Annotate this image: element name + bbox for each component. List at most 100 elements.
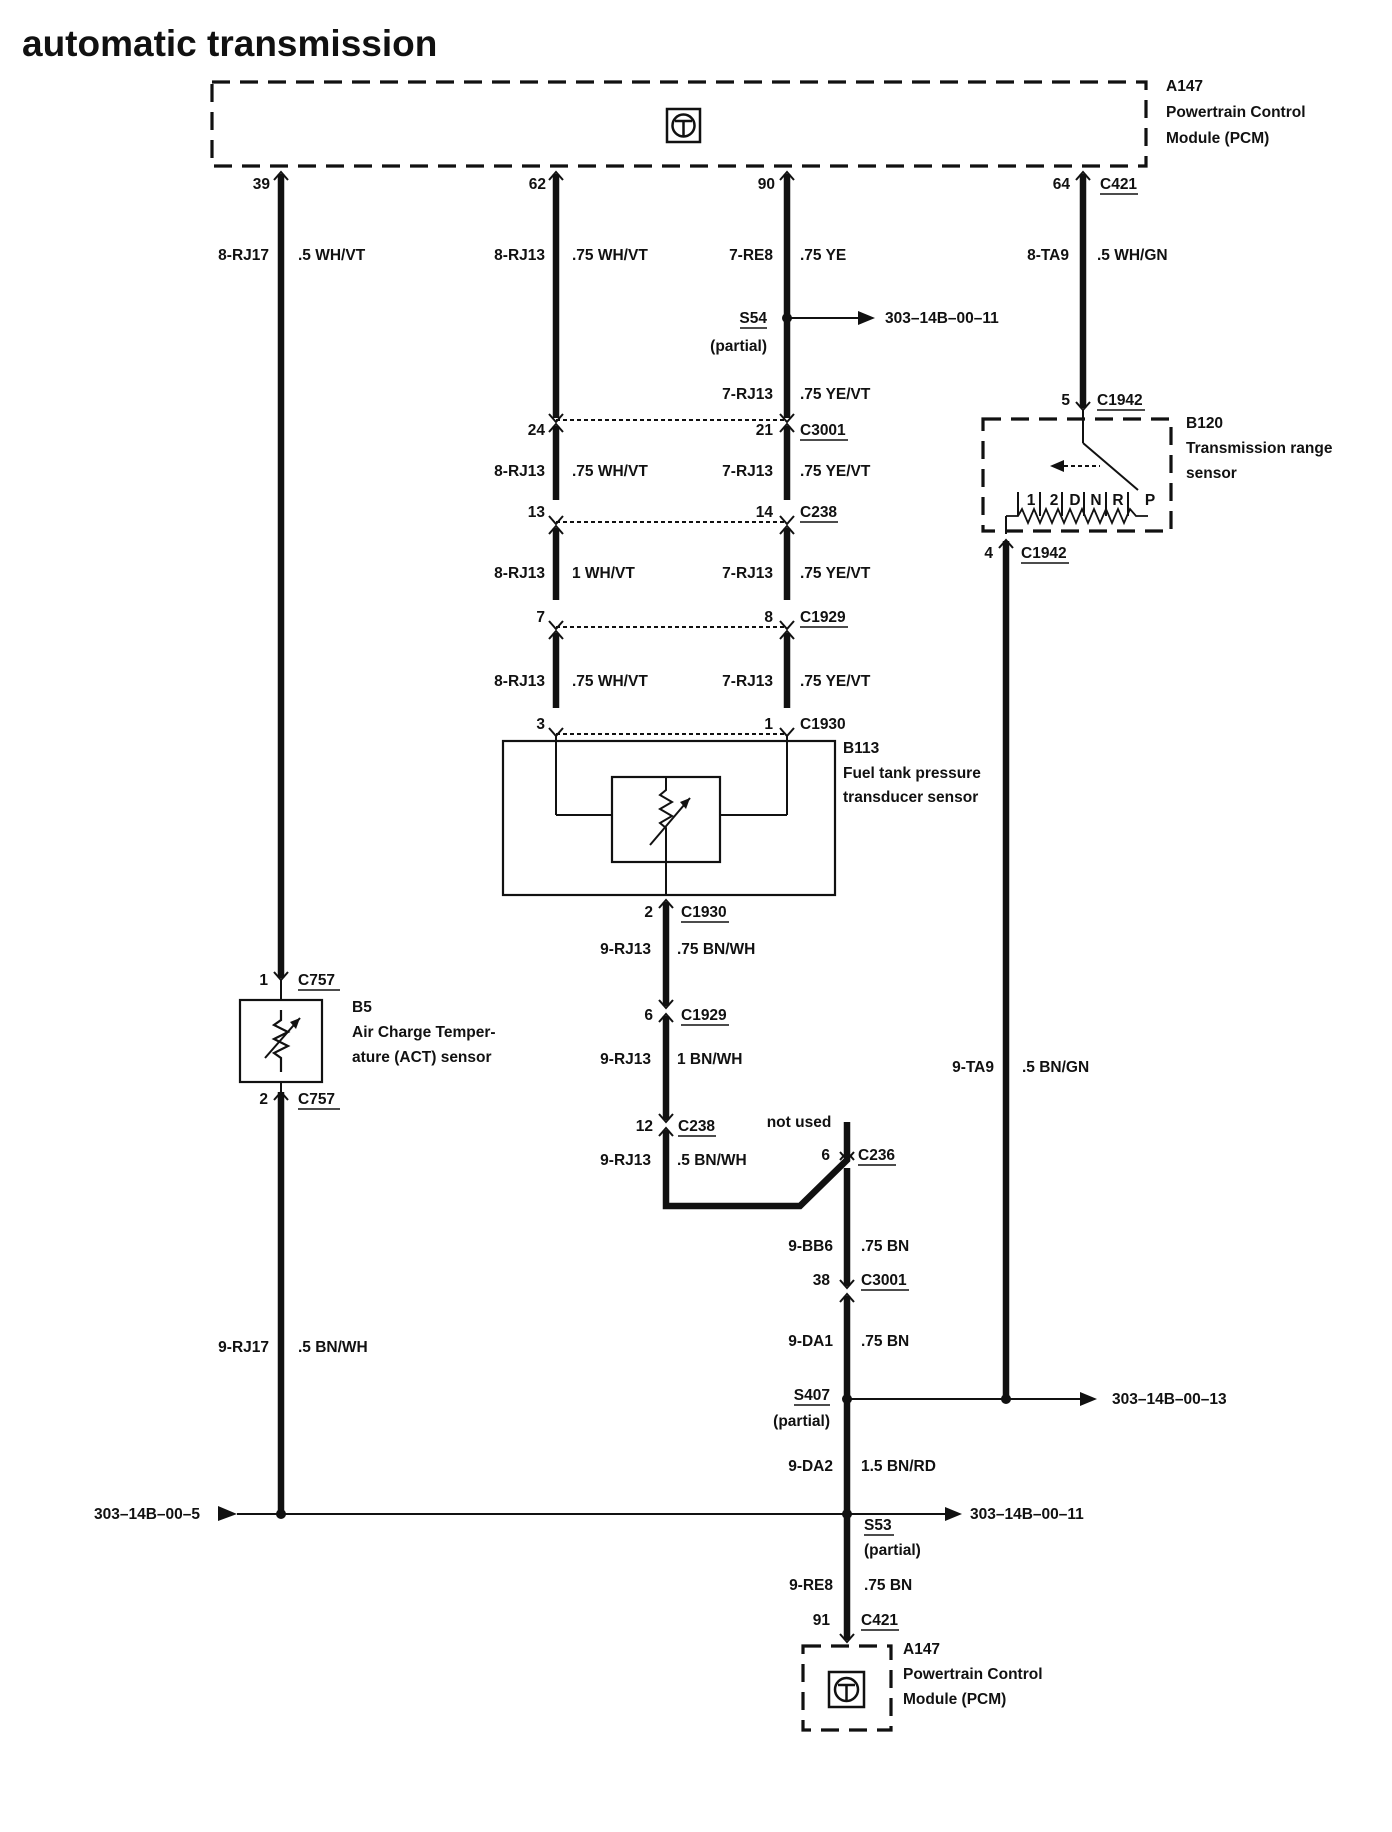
pin-39: 39 <box>253 176 271 193</box>
trs-pos-n: N <box>1090 492 1101 509</box>
pin-13: 13 <box>528 504 546 521</box>
wire-w19-size: .5 BN/GN <box>1022 1059 1089 1076</box>
trs-pos-r: R <box>1112 492 1123 509</box>
pin-12: 12 <box>636 1118 653 1135</box>
pcm-bottom-name-line1: Powertrain Control <box>903 1666 1043 1683</box>
wire-w15-size: .75 BN <box>861 1238 909 1255</box>
ftp-sensor <box>501 736 837 897</box>
act-sensor <box>238 980 324 1092</box>
pcm-top-name-line1: Powertrain Control <box>1166 104 1306 121</box>
ref-s53: 303–14B–00–11 <box>970 1506 1084 1523</box>
pcm-bottom-module <box>801 1644 893 1732</box>
ftp-name-line1: Fuel tank pressure <box>843 765 981 782</box>
pin-8: 8 <box>764 609 773 626</box>
wire-rj17b-size: .5 BN/WH <box>298 1339 368 1356</box>
page-title: automatic transmission <box>22 23 437 64</box>
wire-w9-size: .75 YE/VT <box>800 565 871 582</box>
connector-c421-bottom: C421 <box>861 1612 898 1629</box>
wire-rj17-size: .5 WH/VT <box>298 247 366 264</box>
splice-s53-note: (partial) <box>864 1542 921 1559</box>
connector-c1942-b: C1942 <box>1021 545 1067 562</box>
trs-pos-p: P <box>1145 492 1155 509</box>
trs-name-line2: sensor <box>1186 465 1237 482</box>
wire-rj17-circuit: 8-RJ17 <box>218 247 269 264</box>
pcm-top-module <box>210 80 1148 168</box>
act-name-line1: Air Charge Temper- <box>352 1024 496 1041</box>
act-pin-1: 1 <box>259 972 268 989</box>
connector-c3001-a: C3001 <box>800 422 846 439</box>
wire-w9-circuit: 7-RJ13 <box>722 565 773 582</box>
act-name-line2: ature (ACT) sensor <box>352 1049 492 1066</box>
pin-24: 24 <box>528 422 546 439</box>
connector-c236: C236 <box>858 1147 895 1164</box>
connector-c1930-a: C1930 <box>800 716 846 733</box>
wire-re8-circuit: 7-RE8 <box>729 247 773 264</box>
wire-w12-size: .75 BN/WH <box>677 941 755 958</box>
wire-w7-circuit: 7-RJ13 <box>722 463 773 480</box>
pin-6-b: 6 <box>821 1147 830 1164</box>
ftp-pin-2: 2 <box>644 904 653 921</box>
wire-w10-size: .75 WH/VT <box>572 673 648 690</box>
wire-w15-circuit: 9-BB6 <box>788 1238 833 1255</box>
ref-in: 303–14B–00–5 <box>94 1506 200 1523</box>
pin-91: 91 <box>813 1612 831 1629</box>
act-connector-top: C757 <box>298 972 335 989</box>
wire-w6-size: .75 WH/VT <box>572 463 648 480</box>
wire-re8-size: .75 YE <box>800 247 846 264</box>
ground-bus-line <box>218 1506 962 1521</box>
wire-w12-circuit: 9-RJ13 <box>600 941 651 958</box>
trs-pos-2: 2 <box>1050 492 1059 509</box>
wire-w7-size: .75 YE/VT <box>800 463 871 480</box>
splice-s54-note: (partial) <box>710 338 767 355</box>
pin-14: 14 <box>756 504 774 521</box>
wire-w18-circuit: 9-RE8 <box>789 1577 833 1594</box>
splice-s54-arrow <box>858 311 875 325</box>
wire-ta9-circuit: 8-TA9 <box>1027 247 1069 264</box>
splice-s407: S407 <box>794 1387 830 1404</box>
pcm-bottom-icon <box>827 1670 866 1709</box>
wire-w19-circuit: 9-TA9 <box>952 1059 994 1076</box>
wire-rj13-pair <box>548 170 795 738</box>
trs-pos-d: D <box>1069 492 1080 509</box>
connector-c238-a: C238 <box>800 504 837 521</box>
wire-w14-size: .5 BN/WH <box>677 1152 747 1169</box>
pin-21: 21 <box>756 422 774 439</box>
wire-rj17 <box>273 170 289 1512</box>
splice-s407-note: (partial) <box>773 1413 830 1430</box>
act-id: B5 <box>352 999 372 1016</box>
wire-w17-size: 1.5 BN/RD <box>861 1458 936 1475</box>
pin-1: 1 <box>764 716 773 733</box>
ref-s407: 303–14B–00–13 <box>1112 1391 1227 1408</box>
pin-90: 90 <box>758 176 775 193</box>
ref-s54: 303–14B–00–11 <box>885 310 999 327</box>
trs-pos-1: 1 <box>1027 492 1036 509</box>
pcm-top-id: A147 <box>1166 78 1203 95</box>
wire-rj17b-circuit: 9-RJ17 <box>218 1339 269 1356</box>
connector-c1929-a: C1929 <box>800 609 846 626</box>
wire-w8-circuit: 8-RJ13 <box>494 565 545 582</box>
wire-w11-size: .75 YE/VT <box>800 673 871 690</box>
wire-w8-size: 1 WH/VT <box>572 565 635 582</box>
pcm-top-icon <box>665 107 702 144</box>
splice-s54: S54 <box>739 310 767 327</box>
connector-c421-top: C421 <box>1100 176 1137 193</box>
trs-sensor <box>981 410 1173 534</box>
pin-3: 3 <box>536 716 545 733</box>
wire-ta9 <box>998 170 1097 1406</box>
pin-62: 62 <box>529 176 546 193</box>
pin-38: 38 <box>813 1272 831 1289</box>
ftp-id: B113 <box>843 740 880 757</box>
wire-bnwh <box>658 898 851 1210</box>
trs-pin-5: 5 <box>1061 392 1070 409</box>
wire-w6-circuit: 8-RJ13 <box>494 463 545 480</box>
wire-w10-circuit: 8-RJ13 <box>494 673 545 690</box>
pcm-bottom-id: A147 <box>903 1641 940 1658</box>
pin-64: 64 <box>1053 176 1071 193</box>
connector-c1929-b: C1929 <box>681 1007 727 1024</box>
wire-yevt-size: .75 YE/VT <box>800 386 871 403</box>
connector-c1930-b: C1930 <box>681 904 727 921</box>
connector-c238-b: C238 <box>678 1118 715 1135</box>
wire-w14-circuit: 9-RJ13 <box>600 1152 651 1169</box>
wire-w18-size: .75 BN <box>864 1577 912 1594</box>
